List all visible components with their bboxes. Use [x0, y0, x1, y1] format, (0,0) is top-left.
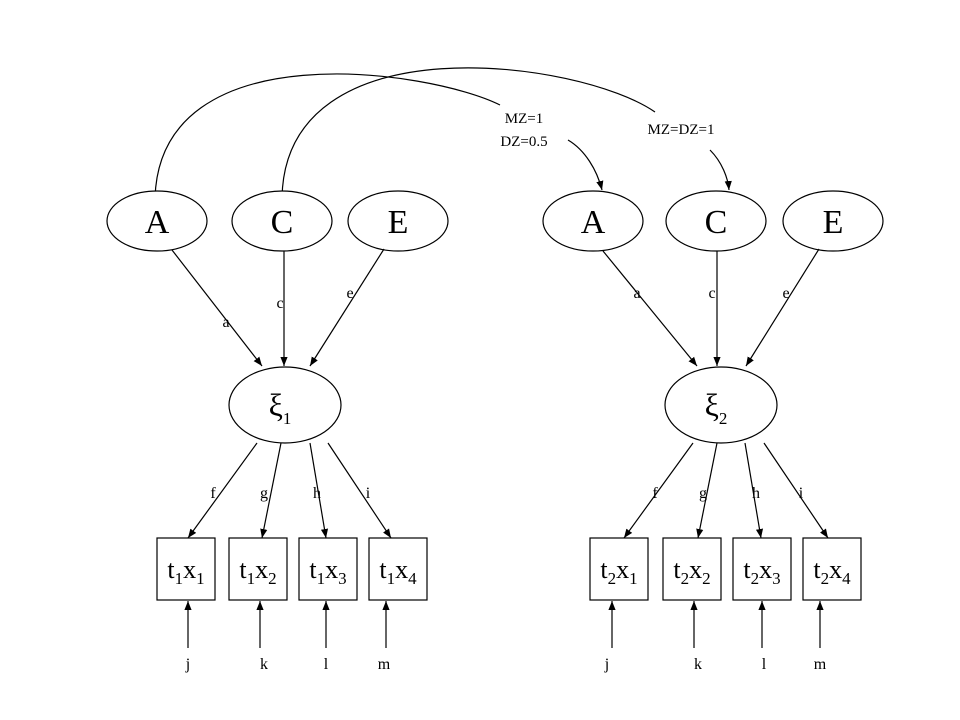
- twin2-indicator-4: [802, 537, 862, 601]
- twin2-loading-f-label: f: [652, 485, 658, 502]
- twin2-path-e: [745, 248, 820, 367]
- twin1-path-c-label: c: [276, 295, 283, 312]
- twin1-indicator-3: [298, 537, 358, 601]
- c-correlation-label: MZ=DZ=1: [648, 122, 715, 138]
- twin1-latent-a-label: A: [145, 204, 170, 241]
- a-correlation-arc-end: [567, 139, 604, 191]
- twin2-path-a-label: a: [633, 285, 640, 302]
- twin-2-model: A C E a c e ξ2 f g h i t2x1 t2x2 t2x3 t2…: [542, 190, 884, 673]
- twin2-indicator-2-label: t2x2: [673, 555, 710, 588]
- twin2-latent-e: [782, 190, 884, 252]
- twin2-loading-i-label: i: [799, 485, 804, 502]
- twin1-loading-h-label: h: [313, 485, 321, 502]
- twin2-latent-a-label: A: [581, 204, 606, 241]
- twin2-factor-xi2: [664, 366, 778, 444]
- twin1-loading-f: [187, 442, 258, 539]
- twin2-indicator-4-label: t2x4: [813, 555, 851, 588]
- twin2-indicator-1: [589, 537, 649, 601]
- twin2-latent-c: [665, 190, 767, 252]
- twin1-path-e-label: e: [346, 285, 353, 302]
- twin1-loading-i-label: i: [366, 485, 371, 502]
- twin2-latent-e-label: E: [823, 204, 844, 241]
- twin2-loading-g-label: g: [699, 485, 707, 502]
- twin2-path-c-label: c: [708, 285, 715, 302]
- twin2-path-e-label: e: [782, 285, 789, 302]
- twin2-latent-a: [542, 190, 644, 252]
- twin2-indicator-2: [662, 537, 722, 601]
- twin2-loading-i: [763, 442, 829, 539]
- twin1-indicator-3-label: t1x3: [309, 555, 346, 588]
- twin2-residual-j-label: j: [604, 656, 609, 673]
- twin2-indicator-1-label: t2x1: [600, 555, 637, 588]
- twin1-latent-a: [106, 190, 208, 252]
- twin1-path-a-label: a: [222, 314, 229, 331]
- twin1-factor-xi1: [228, 366, 342, 444]
- twin2-path-a: [602, 250, 698, 367]
- twin2-loading-g: [696, 442, 718, 539]
- twin1-residual-k-label: k: [260, 656, 268, 673]
- twin2-loading-f: [623, 442, 694, 539]
- a-correlation-label-1: MZ=1: [505, 111, 543, 127]
- twin1-loading-f-label: f: [210, 485, 216, 502]
- a-correlation-label-2: DZ=0.5: [500, 134, 547, 150]
- twin2-loading-h-label: h: [752, 485, 760, 502]
- twin1-indicator-4: [368, 537, 428, 601]
- twin1-indicator-2-label: t1x2: [239, 555, 276, 588]
- twin1-latent-c: [231, 190, 333, 252]
- twin2-latent-c-label: C: [705, 204, 728, 241]
- twin1-latent-c-label: C: [271, 204, 294, 241]
- twin2-indicator-3: [732, 537, 792, 601]
- twin2-residual-l-label: l: [762, 656, 767, 673]
- twin1-loading-g-label: g: [260, 485, 268, 502]
- twin2-loading-h: [744, 442, 764, 539]
- twin1-indicator-4-label: t1x4: [379, 555, 417, 588]
- twin1-latent-e: [347, 190, 449, 252]
- twin1-indicator-1-label: t1x1: [167, 555, 204, 588]
- twin2-indicator-3-label: t2x3: [743, 555, 780, 588]
- twin1-residual-m-label: m: [378, 656, 391, 673]
- twin1-residual-l-label: l: [324, 656, 329, 673]
- twin1-path-e: [309, 248, 385, 367]
- c-correlation-arc: [281, 67, 656, 199]
- twin1-latent-e-label: E: [388, 204, 409, 241]
- twin1-indicator-2: [228, 537, 288, 601]
- correlation-arcs: MZ=1 DZ=0.5 MZ=DZ=1: [154, 67, 732, 199]
- twin1-factor-label: ξ1: [269, 387, 292, 428]
- twin1-indicator-1: [156, 537, 216, 601]
- twin1-residual-j-label: j: [185, 656, 190, 673]
- twin-1-model: A C E a c e ξ1 f g h i t1x1 t1x2 t1x3 t1…: [106, 190, 449, 673]
- twin2-factor-label: ξ2: [705, 387, 728, 428]
- twin2-residual-k-label: k: [694, 656, 702, 673]
- twin1-loading-i: [327, 442, 392, 539]
- twin1-loading-g: [260, 442, 282, 539]
- c-correlation-arc-end: [709, 149, 732, 191]
- twin1-loading-h: [309, 442, 329, 539]
- a-correlation-arc: [154, 73, 501, 199]
- twin2-residual-m-label: m: [814, 656, 827, 673]
- twin1-path-a: [171, 249, 263, 367]
